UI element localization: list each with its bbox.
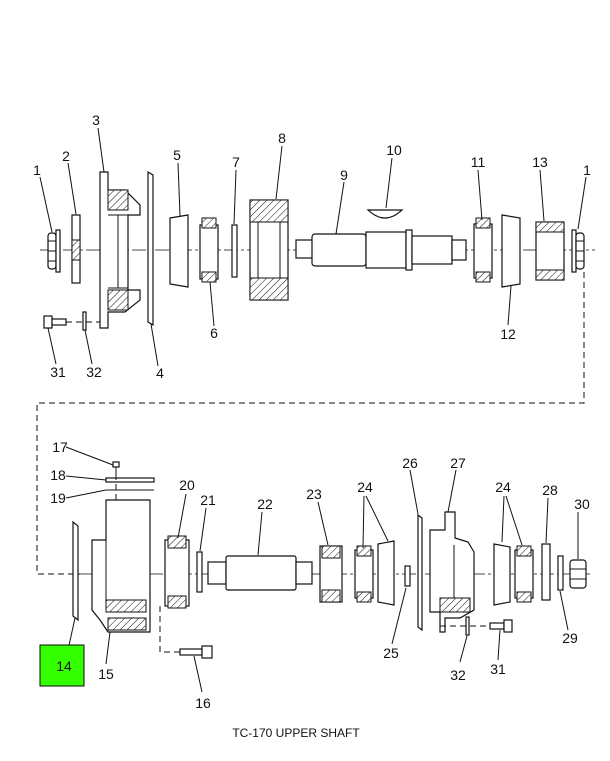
part-15-housing [91, 499, 151, 633]
callout-14[interactable]: 14 [56, 658, 72, 674]
callout-32a[interactable]: 32 [86, 364, 102, 380]
callout-28[interactable]: 28 [542, 482, 558, 498]
part-32-washer-lower [465, 616, 470, 636]
part-8-gear [249, 199, 289, 301]
upper-shaft-assembly [40, 170, 595, 331]
callout-32b[interactable]: 32 [450, 667, 466, 683]
part-26-gasket [417, 513, 423, 632]
part-20-bearing [164, 535, 190, 609]
part-28-washer [541, 543, 551, 601]
part-12-bearing-cup [501, 214, 521, 288]
part-16-bolt [179, 645, 213, 659]
callout-3[interactable]: 3 [92, 112, 100, 128]
lower-shaft-assembly [72, 461, 590, 659]
transfer-path [36, 272, 585, 575]
part-31-bolt-lower [489, 619, 513, 633]
callout-17[interactable]: 17 [52, 439, 68, 455]
bolt-16-path [159, 606, 180, 653]
callout-31b[interactable]: 31 [490, 661, 506, 677]
part-27-retainer-housing [429, 511, 475, 633]
part-1-nut-left [47, 229, 61, 273]
leader-lines [39, 127, 587, 693]
callout-2[interactable]: 2 [62, 148, 70, 164]
part-2-washer [71, 214, 81, 284]
part-30-nut [569, 559, 587, 589]
part-31-bolt-upper [43, 315, 100, 329]
part-1-nut-right [571, 229, 585, 273]
callout-4[interactable]: 4 [156, 365, 164, 381]
callout-6[interactable]: 6 [210, 325, 218, 341]
highlight-box-14[interactable] [39, 644, 85, 687]
callout-23[interactable]: 23 [306, 486, 322, 502]
callout-8[interactable]: 8 [278, 130, 286, 146]
part-9-shaft [295, 229, 467, 271]
callout-29[interactable]: 29 [562, 630, 578, 646]
part-4-gasket [147, 170, 154, 327]
callout-15[interactable]: 15 [98, 666, 114, 682]
callout-19[interactable]: 19 [50, 490, 66, 506]
callout-7[interactable]: 7 [232, 154, 240, 170]
callout-21[interactable]: 21 [200, 492, 216, 508]
part-21-snap-ring [196, 551, 203, 593]
part-3-flange-housing [99, 171, 141, 329]
part-24-bearing-right [493, 543, 534, 606]
part-13-retainer [535, 221, 565, 281]
callout-5[interactable]: 5 [173, 147, 181, 163]
callout-1b[interactable]: 1 [583, 162, 591, 178]
part-11-bearing-cone [473, 217, 493, 283]
part-6-bearing-cone [199, 217, 219, 283]
callout-30[interactable]: 30 [574, 496, 590, 512]
callout-16[interactable]: 16 [195, 695, 211, 711]
callout-24a[interactable]: 24 [357, 479, 373, 495]
callout-31a[interactable]: 31 [50, 364, 66, 380]
callout-25[interactable]: 25 [383, 645, 399, 661]
callout-9[interactable]: 9 [340, 167, 348, 183]
part-18-plate [105, 477, 155, 483]
callout-27[interactable]: 27 [450, 455, 466, 471]
callout-18[interactable]: 18 [50, 467, 66, 483]
part-32-washer-upper [82, 311, 87, 331]
callout-12[interactable]: 12 [500, 326, 516, 342]
callout-20[interactable]: 20 [179, 477, 195, 493]
part-29-washer [557, 555, 564, 591]
callout-13[interactable]: 13 [532, 154, 548, 170]
part-24-bearing-left [354, 540, 395, 606]
callout-1a[interactable]: 1 [33, 162, 41, 178]
part-23-bearing-cone [319, 545, 343, 603]
part-7-snap-ring [231, 224, 238, 278]
part-14-gasket [72, 520, 79, 622]
part-5-bearing-cup [169, 214, 189, 288]
callout-22[interactable]: 22 [257, 496, 273, 512]
figure-caption: TC-170 UPPER SHAFT [232, 726, 360, 740]
callout-24b[interactable]: 24 [495, 479, 511, 495]
callout-labels: 1 2 3 4 5 6 7 8 9 10 11 12 13 1 31 32 17… [33, 112, 591, 711]
part-25-ring [404, 565, 411, 587]
part-22-shaft [207, 555, 313, 591]
callout-10[interactable]: 10 [386, 142, 402, 158]
part-17-screw [112, 461, 120, 474]
callout-26[interactable]: 26 [402, 455, 418, 471]
part-10-key [366, 209, 404, 219]
callout-11[interactable]: 11 [471, 154, 486, 170]
